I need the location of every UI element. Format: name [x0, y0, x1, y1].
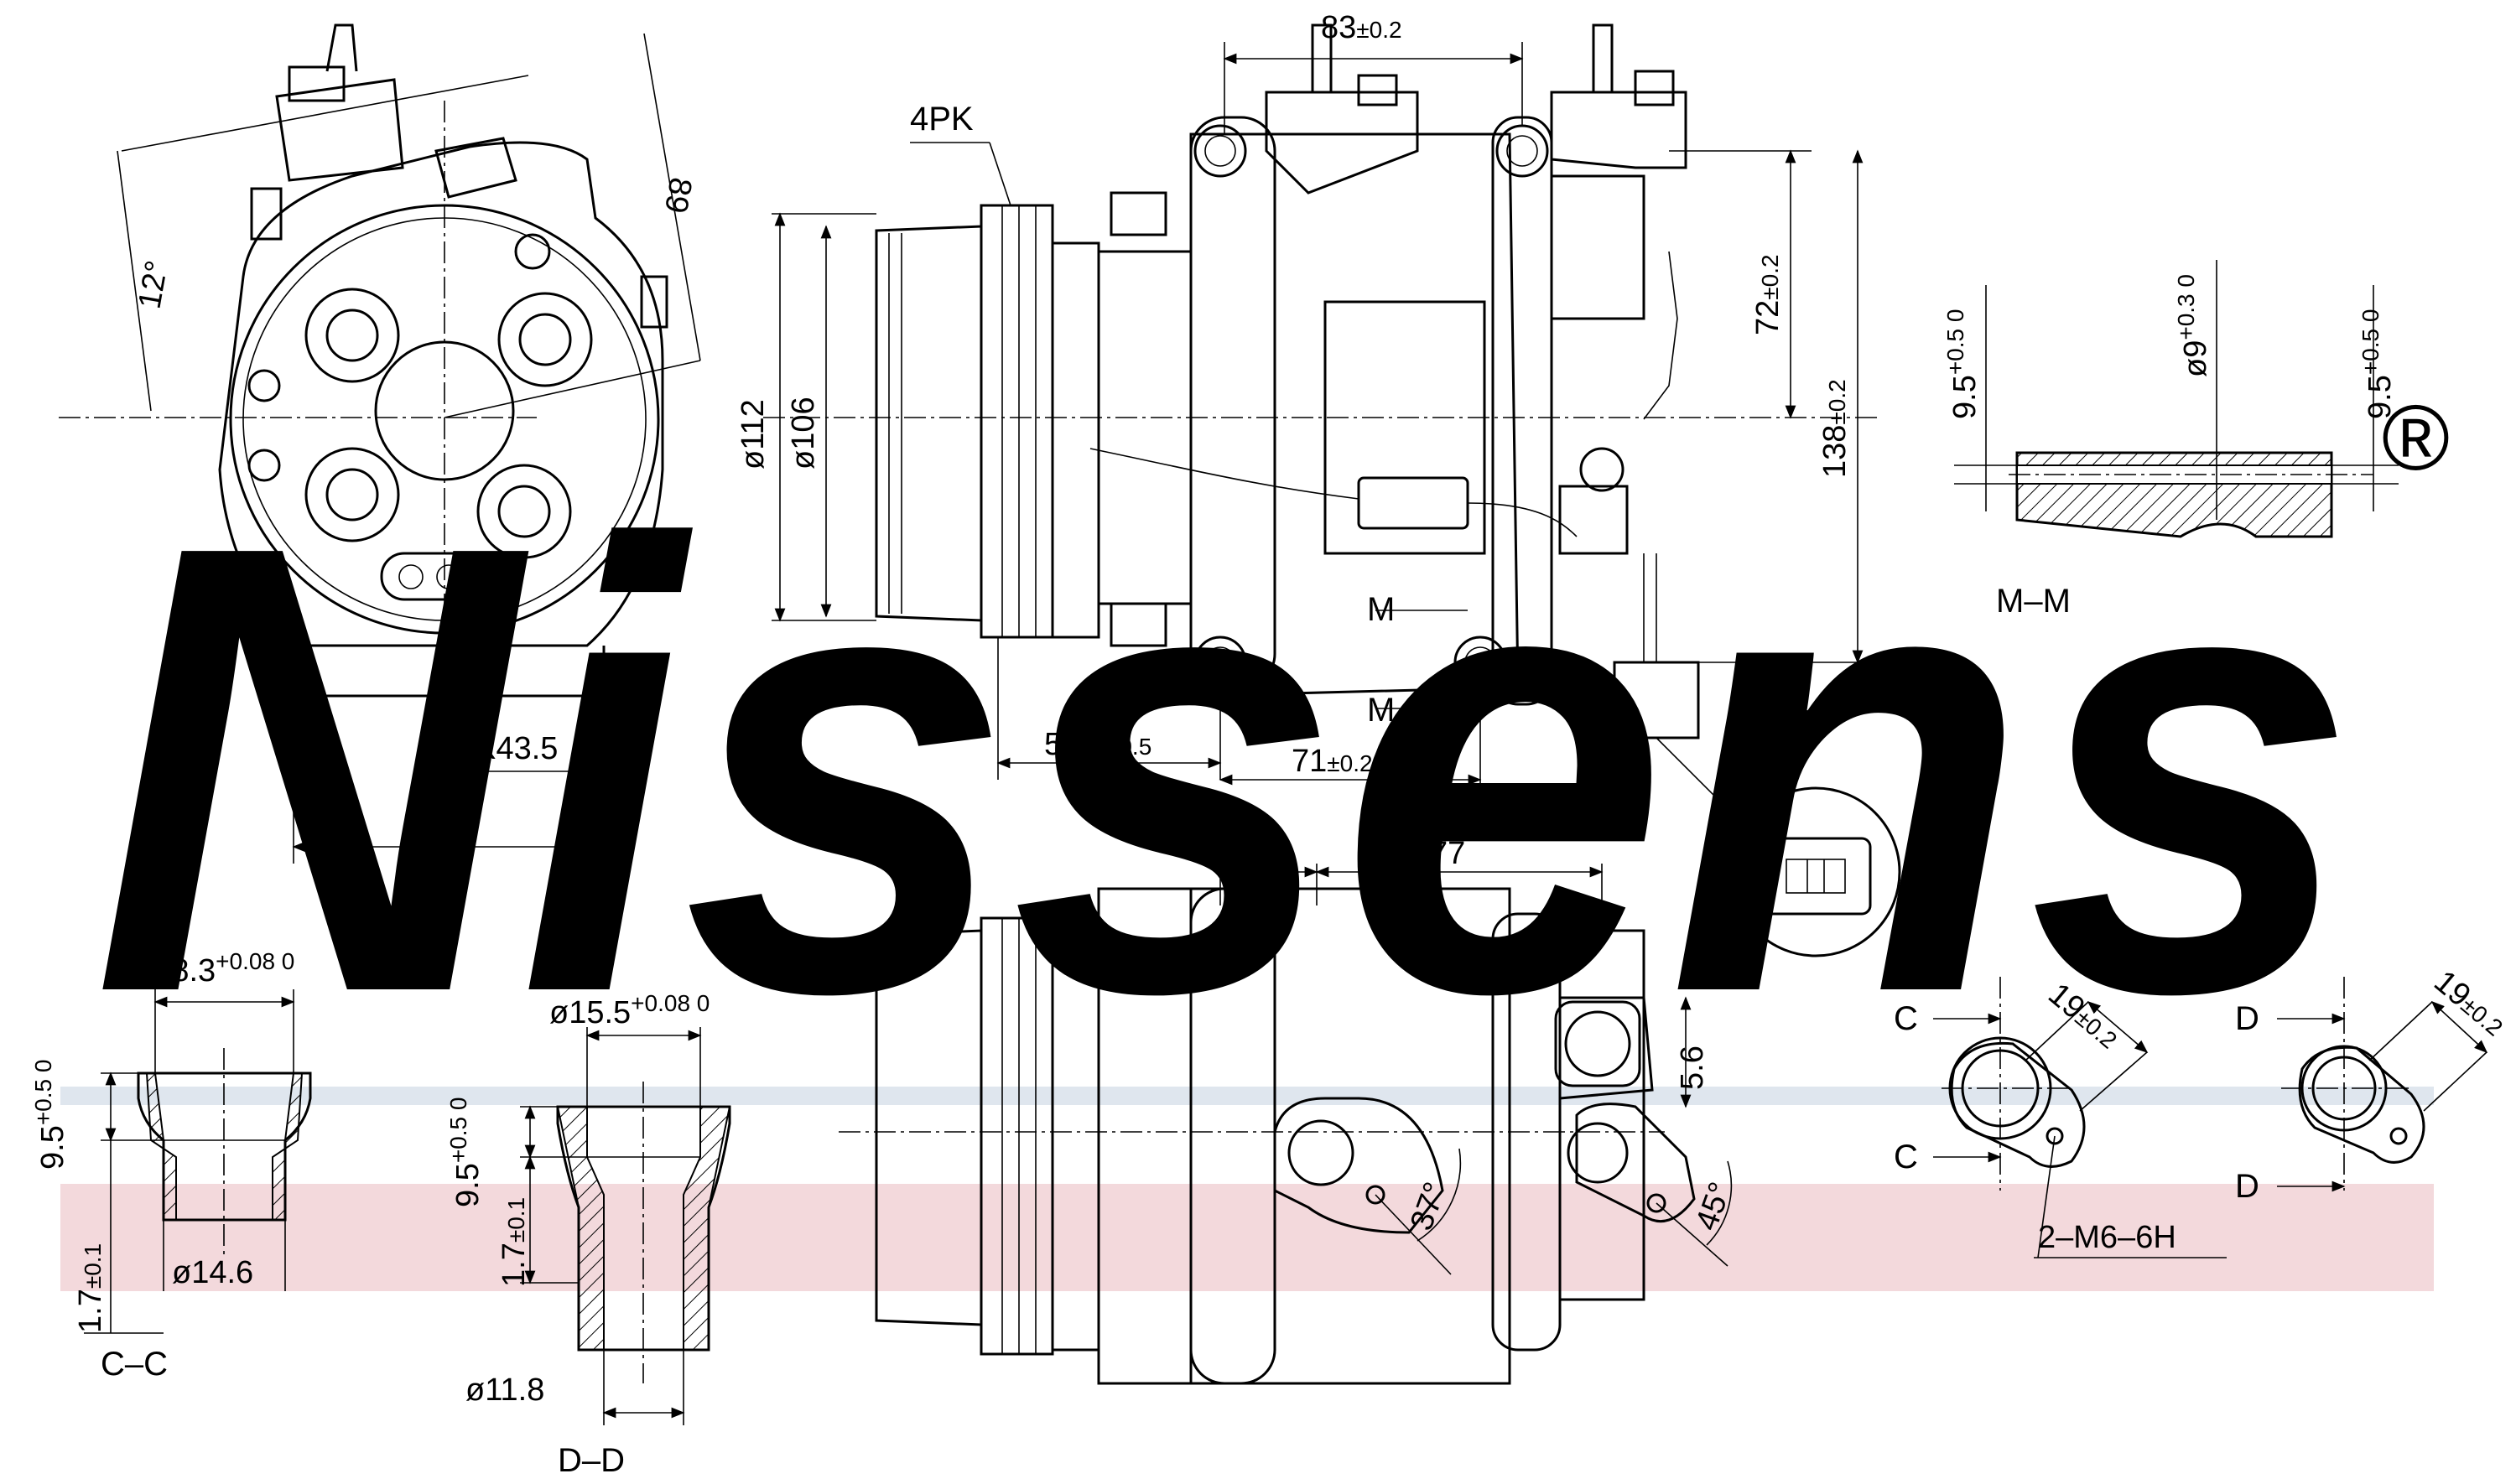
pulley-diameter-label: ø112 — [736, 399, 771, 470]
dim-77-label: 77 — [1430, 836, 1465, 871]
section-mark-top: M — [1367, 591, 1395, 628]
front-view — [59, 23, 701, 889]
section-d-d — [520, 1027, 731, 1425]
angle-12-label: 12° — [133, 258, 175, 312]
thread-label: 2–M6–6H — [2038, 1220, 2176, 1255]
port-c-detail — [1933, 977, 2227, 1258]
hub-diameter-label: ø106 — [786, 397, 821, 470]
cc-section-title: C–C — [101, 1346, 168, 1383]
dd-section-title: D–D — [558, 1442, 625, 1479]
port-c-top-label: C — [1894, 1000, 1918, 1037]
dd-depth: 9.5+0.5 0 — [445, 1097, 486, 1207]
cc-bottom-diameter: ø14.6 — [172, 1255, 253, 1290]
connector-detail — [1656, 737, 1901, 957]
registered-mark: ® — [2382, 387, 2450, 490]
dim-27-label: 27 — [1245, 836, 1281, 871]
port-c-bottom-label: C — [1894, 1139, 1918, 1175]
port-d-bottom-label: D — [2235, 1168, 2259, 1205]
width-top-label: 83±0.2 — [1321, 10, 1402, 45]
mm-left-depth: 9.5+0.5 0 — [1942, 309, 1983, 419]
dim-5-6-label: 5.6 — [1675, 1046, 1710, 1090]
mm-bore: ø9+0.3 0 — [2173, 274, 2213, 377]
section-mark-bottom: M — [1367, 692, 1395, 729]
height-total-label: 138±0.2 — [1817, 379, 1853, 478]
port-d-top-label: D — [2235, 1000, 2259, 1037]
dd-top-diameter: ø15.5+0.08 0 — [549, 990, 710, 1030]
section-c-c — [84, 989, 312, 1334]
mount-spacing-label: 71±0.2 — [1292, 744, 1373, 779]
pattern-inner-label: 4X43.5 — [457, 731, 558, 766]
bottom-view — [839, 864, 1733, 1385]
port-d-detail — [2277, 977, 2488, 1192]
mm-right-depth: 9.5+0.5 0 — [2357, 309, 2398, 419]
dd-bottom-diameter: ø11.8 — [465, 1372, 544, 1408]
highlight-band-line — [60, 1087, 2434, 1105]
cc-depth: 9.5+0.5 0 — [30, 1060, 70, 1170]
side-view — [763, 23, 1879, 792]
height-upper-label: 72±0.2 — [1750, 254, 1786, 335]
mm-section-title: M–M — [1996, 583, 2071, 620]
pulley-offset-label: 58.6±0.5 — [1044, 727, 1151, 762]
port-d-dim: 19±0.2 — [2427, 964, 2512, 1043]
dd-step: 1.7±0.1 — [496, 1197, 532, 1287]
cc-step: 1.7±0.1 — [73, 1243, 108, 1333]
belt-label: 4PK — [910, 101, 974, 138]
cc-top-diameter: ø18.3+0.08 0 — [134, 948, 294, 988]
section-m-m — [1954, 260, 2399, 538]
pattern-outer-label: 4X84 — [403, 807, 477, 842]
highlight-band — [60, 1184, 2434, 1291]
offset-89-label: 89 — [658, 174, 699, 215]
